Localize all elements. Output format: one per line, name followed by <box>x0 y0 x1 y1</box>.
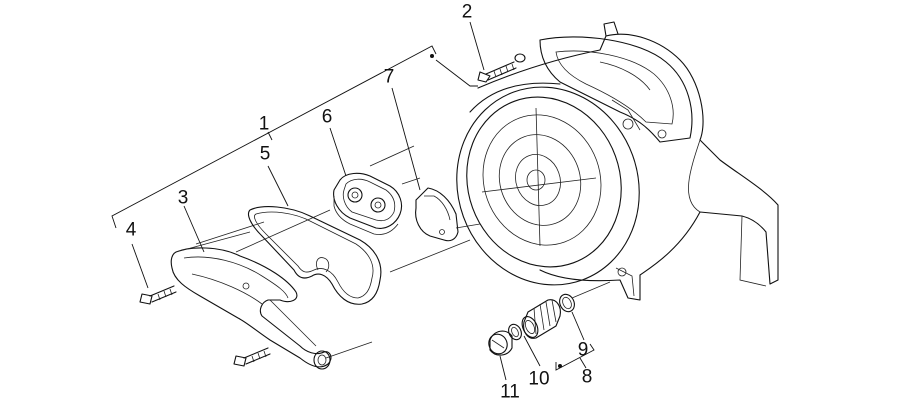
leader-part-11 <box>499 355 507 381</box>
leader-part-8 <box>579 357 587 369</box>
bracket-part-1 <box>111 45 437 229</box>
leader-part-4 <box>131 243 149 289</box>
leader-part-7 <box>391 87 421 191</box>
callout-part-4: 4 <box>125 219 137 241</box>
callout-part-5: 5 <box>259 143 271 165</box>
callout-part-9: 9 <box>577 339 589 361</box>
callout-part-2: 2 <box>461 1 473 23</box>
leader-part-2 <box>469 21 485 71</box>
dot-part-1 <box>430 54 434 58</box>
leader-part-9 <box>571 311 585 341</box>
part-5-gasket <box>247 206 382 305</box>
explode-lines <box>175 145 611 359</box>
leader-part-3 <box>183 205 205 253</box>
part-9-o-ring <box>559 293 575 313</box>
leader-part-10 <box>523 335 541 367</box>
leader-part-6 <box>329 127 347 177</box>
leader-lines <box>111 21 595 381</box>
part-8-valve-body <box>521 299 561 339</box>
part-7-wedge <box>415 187 459 242</box>
engine-cover-housing <box>477 21 779 301</box>
part-3-air-guide-cover <box>170 247 332 370</box>
callout-part-8: 8 <box>581 366 593 388</box>
part-11-cap <box>488 330 513 356</box>
part-4-screws <box>139 285 271 367</box>
callout-part-1: 1 <box>258 113 270 135</box>
part-10-washer <box>508 323 522 341</box>
dot-part-8 <box>558 364 562 368</box>
leader-part-1 <box>267 131 273 141</box>
part-2-screw <box>477 53 526 83</box>
callout-part-6: 6 <box>321 106 333 128</box>
callout-part-7: 7 <box>383 66 395 88</box>
part-6-grommet-plate <box>333 172 403 235</box>
bracket-part-8 <box>555 343 595 371</box>
bracket-part-1-right <box>435 59 478 87</box>
callout-part-10: 10 <box>528 368 550 390</box>
leader-part-5 <box>267 165 289 207</box>
callout-part-3: 3 <box>177 187 189 209</box>
fan-cover-disc <box>456 82 640 286</box>
callout-part-11: 11 <box>500 381 520 403</box>
